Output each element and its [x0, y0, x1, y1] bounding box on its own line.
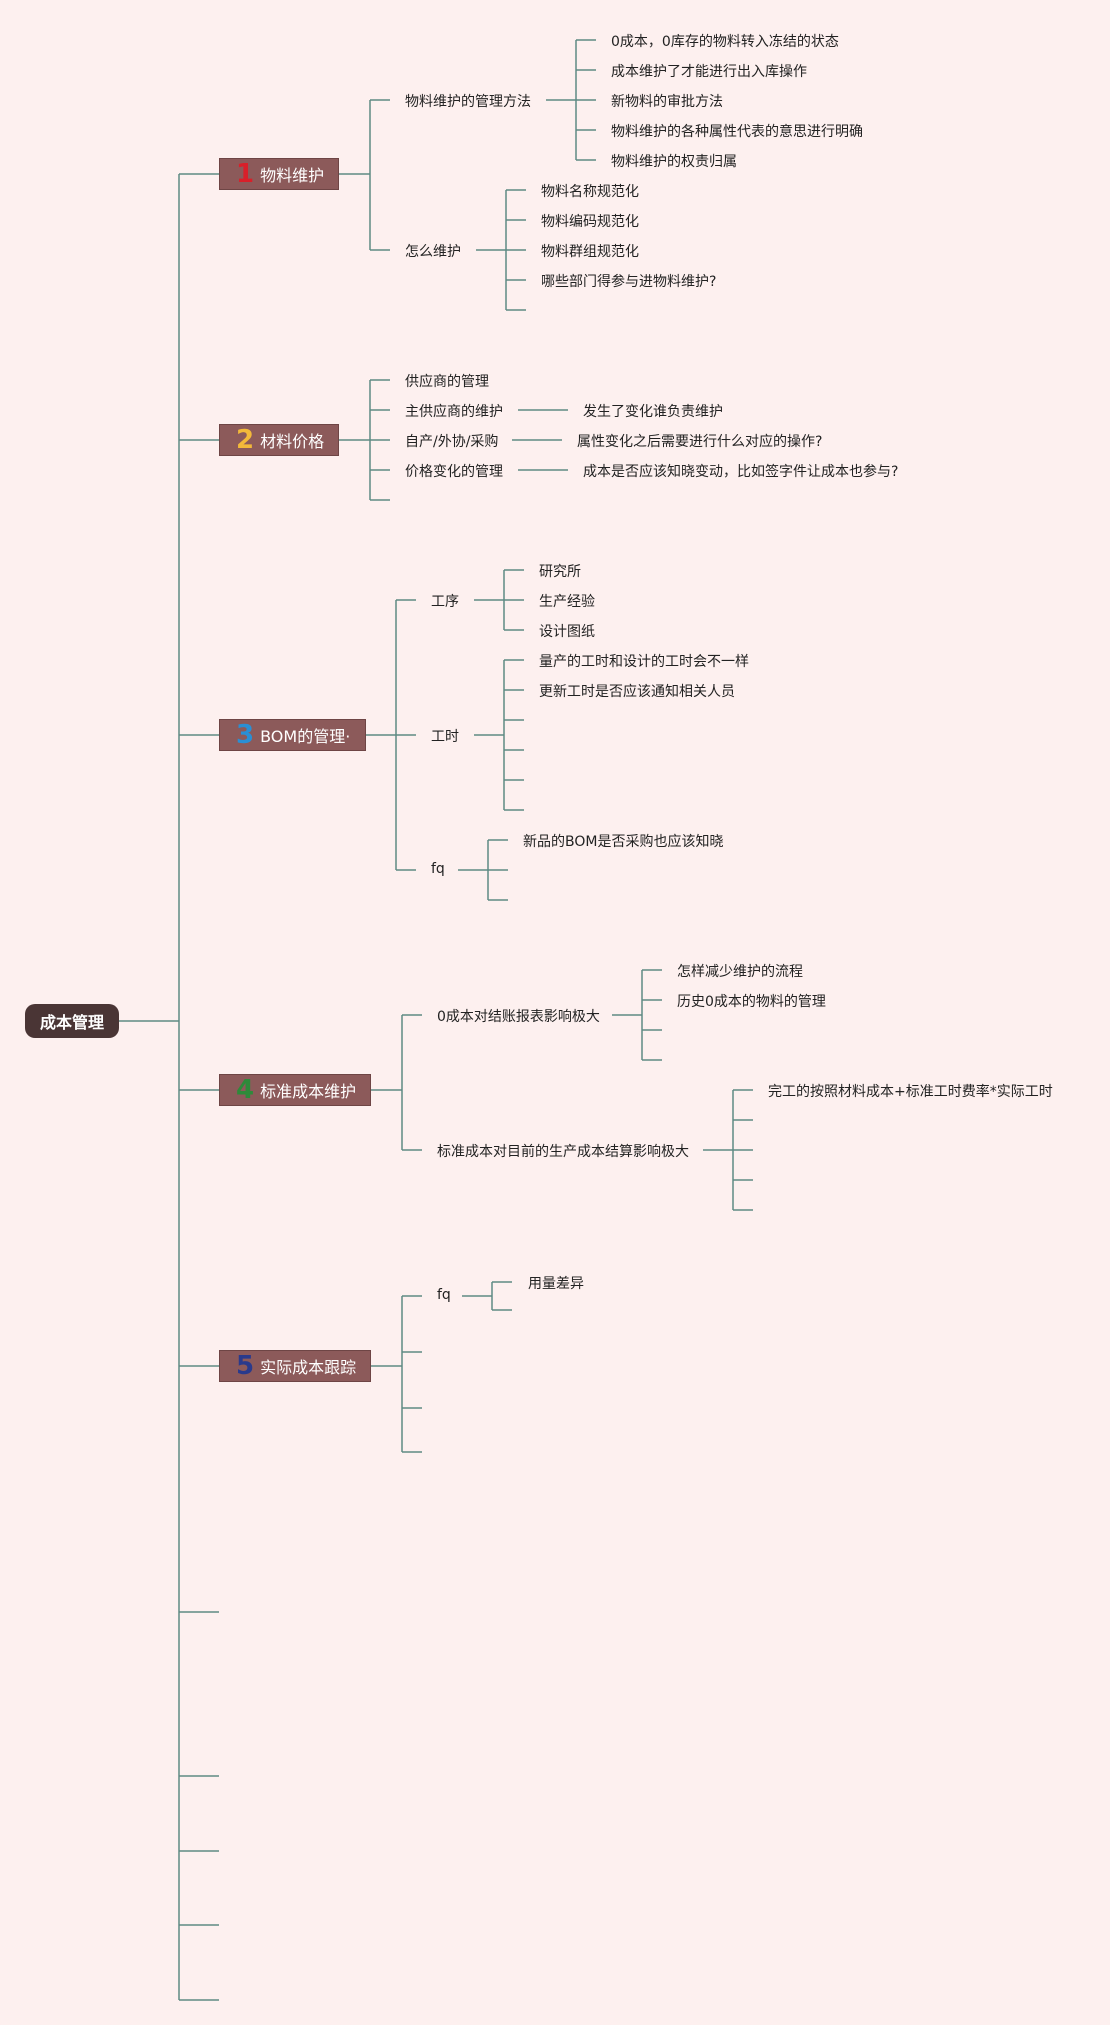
- subtopic-node[interactable]: 量产的工时和设计的工时会不一样: [539, 654, 749, 670]
- subtopic-node[interactable]: 物料群组规范化: [541, 244, 639, 260]
- topic-node[interactable]: fq: [437, 1287, 451, 1303]
- subtopic-node[interactable]: 物料维护的各种属性代表的意思进行明确: [611, 124, 863, 140]
- topic-node[interactable]: 物料维护的管理方法: [405, 94, 531, 110]
- topic-node[interactable]: 主供应商的维护: [405, 404, 503, 420]
- topic-node[interactable]: 价格变化的管理: [405, 464, 503, 480]
- subtopic-node[interactable]: 用量差异: [528, 1276, 584, 1292]
- subtopic-node[interactable]: 哪些部门得参与进物料维护?: [541, 274, 717, 290]
- subtopic-node[interactable]: 怎样减少维护的流程: [677, 964, 803, 980]
- note-node[interactable]: 发生了变化谁负责维护: [583, 404, 723, 420]
- subtopic-node[interactable]: 生产经验: [539, 594, 595, 610]
- number-badge: 5: [236, 1351, 255, 1381]
- topic-node[interactable]: 工时: [431, 729, 459, 745]
- note-node[interactable]: 属性变化之后需要进行什么对应的操作?: [577, 434, 823, 450]
- branch-label: 标准成本维护: [260, 1082, 357, 1101]
- number-badge: 3: [236, 720, 255, 750]
- subtopic-node[interactable]: 更新工时是否应该通知相关人员: [539, 684, 735, 700]
- subtopic-node[interactable]: 物料名称规范化: [541, 184, 639, 200]
- topic-node[interactable]: fq: [431, 861, 445, 877]
- branch-node-5[interactable]: 5 实际成本跟踪: [219, 1350, 371, 1382]
- topic-node[interactable]: 0成本对结账报表影响极大: [437, 1009, 600, 1025]
- topic-node[interactable]: 供应商的管理: [405, 374, 489, 390]
- branch-label: 物料维护: [260, 166, 325, 185]
- root-node[interactable]: 成本管理: [25, 1004, 119, 1038]
- subtopic-node[interactable]: 设计图纸: [539, 624, 595, 640]
- branch-label: 实际成本跟踪: [260, 1358, 357, 1377]
- subtopic-node[interactable]: 0成本，0库存的物料转入冻结的状态: [611, 34, 839, 50]
- topic-node[interactable]: 自产/外协/采购: [405, 434, 499, 450]
- branch-label: BOM的管理·: [260, 727, 351, 746]
- topic-node[interactable]: 工序: [431, 594, 459, 610]
- branch-node-4[interactable]: 4 标准成本维护: [219, 1074, 371, 1106]
- subtopic-node[interactable]: 完工的按照材料成本+标准工时费率*实际工时: [768, 1084, 1053, 1100]
- number-badge: 1: [236, 159, 255, 189]
- subtopic-node[interactable]: 成本维护了才能进行出入库操作: [611, 64, 807, 80]
- subtopic-node[interactable]: 历史0成本的物料的管理: [677, 994, 826, 1010]
- topic-node[interactable]: 怎么维护: [405, 244, 461, 260]
- subtopic-node[interactable]: 物料编码规范化: [541, 214, 639, 230]
- topic-node[interactable]: 标准成本对目前的生产成本结算影响极大: [437, 1144, 689, 1160]
- branch-label: 材料价格: [260, 432, 325, 451]
- note-node[interactable]: 成本是否应该知晓变动，比如签字件让成本也参与?: [583, 464, 899, 480]
- number-badge: 4: [236, 1075, 255, 1105]
- number-badge: 2: [236, 425, 255, 455]
- branch-node-3[interactable]: 3 BOM的管理·: [219, 719, 366, 751]
- subtopic-node[interactable]: 物料维护的权责归属: [611, 154, 737, 170]
- subtopic-node[interactable]: 新物料的审批方法: [611, 94, 723, 110]
- branch-node-2[interactable]: 2 材料价格: [219, 424, 339, 456]
- subtopic-node[interactable]: 新品的BOM是否采购也应该知晓: [523, 834, 724, 850]
- subtopic-node[interactable]: 研究所: [539, 564, 581, 580]
- branch-node-1[interactable]: 1 物料维护: [219, 158, 339, 190]
